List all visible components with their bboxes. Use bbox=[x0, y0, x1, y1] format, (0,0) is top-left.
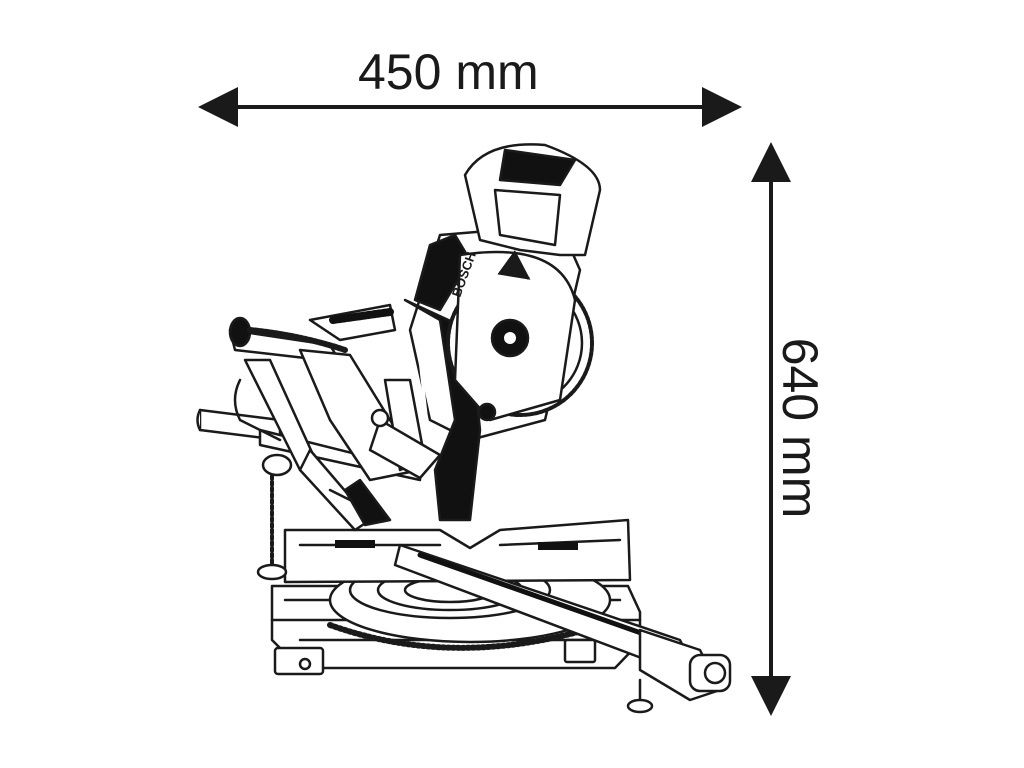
width-dimension-label: 450 mm bbox=[358, 44, 539, 100]
turntable-arm bbox=[393, 543, 732, 714]
height-dimension-label: 640 mm bbox=[772, 337, 828, 519]
height-adjust-knob bbox=[256, 453, 293, 581]
rotation-arrow bbox=[497, 250, 531, 280]
fence bbox=[283, 518, 632, 584]
miter-saw-illustration bbox=[196, 143, 732, 714]
miter-scale bbox=[327, 622, 588, 651]
motor-grip bbox=[498, 148, 577, 187]
trigger-handle bbox=[368, 378, 442, 480]
blade-assembly bbox=[446, 250, 594, 422]
